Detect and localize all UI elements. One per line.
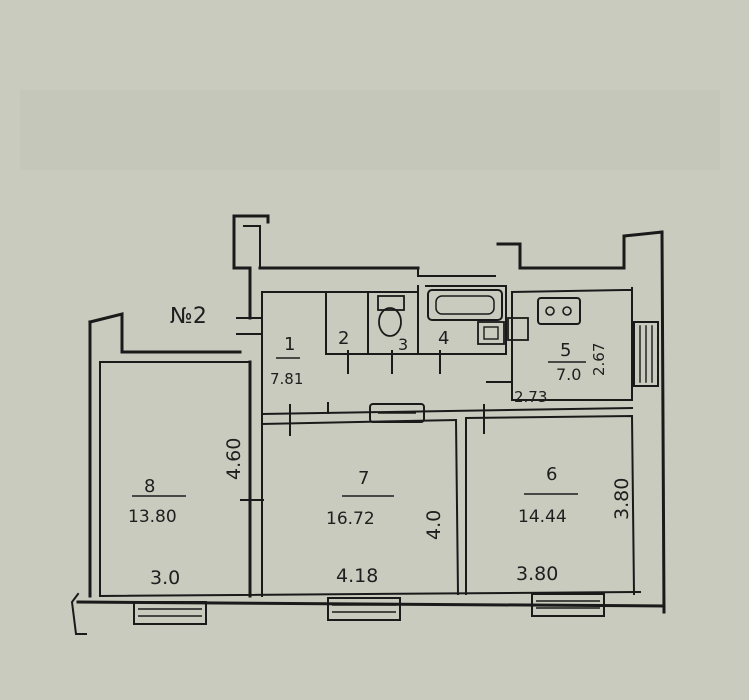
outer-walls xyxy=(70,214,666,635)
bathtub-inner xyxy=(435,295,495,315)
wall-room8-top-outer xyxy=(88,312,242,354)
windows xyxy=(133,593,605,625)
room-6-width: 3.80 xyxy=(516,563,558,585)
room-7-number: 7 xyxy=(358,468,369,489)
room-5-area: 7.0 xyxy=(556,365,581,384)
corridor-cupboard xyxy=(369,403,425,423)
labels: №2 1 7.81 2 3 4 5 7.0 2.73 2.67 8 13.80 … xyxy=(128,304,633,589)
wall-right-outer xyxy=(660,230,666,614)
room-8-height: 4.60 xyxy=(223,438,245,480)
window-room6 xyxy=(531,593,605,617)
wall-top-mid xyxy=(417,267,496,277)
interior-walls xyxy=(248,285,636,598)
balcony-hatch xyxy=(639,325,653,383)
room-3-number: 3 xyxy=(398,335,408,354)
kitchen-sink-icon xyxy=(507,317,529,341)
wall-column-inner xyxy=(243,225,261,269)
room-2-number: 2 xyxy=(338,328,349,349)
stove-burner-right-icon xyxy=(562,306,572,316)
room-8-number: 8 xyxy=(144,476,155,497)
room-8-area: 13.80 xyxy=(128,507,177,527)
balcony-stub xyxy=(633,321,659,387)
sink-basin xyxy=(483,326,499,340)
stove-burner-left-icon xyxy=(545,306,555,316)
room-5-width: 2.73 xyxy=(514,388,547,406)
room-5-height: 2.67 xyxy=(590,343,608,376)
wall-column-left xyxy=(232,214,252,320)
toilet-bowl-icon xyxy=(378,307,402,337)
wall-bath xyxy=(425,285,507,355)
room-8-width: 3.0 xyxy=(150,567,180,589)
wall-bottom-inner xyxy=(98,590,642,598)
toilet-tank xyxy=(377,295,405,311)
wall-column-top xyxy=(232,214,270,224)
door-marks xyxy=(236,317,512,501)
sink-icon xyxy=(477,321,505,345)
wall-rooms-top xyxy=(260,406,634,416)
room-5-number: 5 xyxy=(560,340,571,361)
wall-7-6-left xyxy=(454,418,460,596)
window-room7 xyxy=(327,597,401,621)
paper-shade xyxy=(20,90,720,170)
room-7-width: 4.18 xyxy=(336,565,378,587)
room-6-height: 3.80 xyxy=(611,478,633,520)
wall-kitchen-top xyxy=(510,289,633,294)
room-4-number: 4 xyxy=(438,328,449,349)
wall-room6-inner xyxy=(464,414,636,596)
fixtures xyxy=(377,289,581,345)
room-7-height: 4.0 xyxy=(423,510,445,540)
wall-bottom-left-corner xyxy=(70,592,87,635)
apartment-label: №2 xyxy=(170,304,207,329)
window-room8 xyxy=(133,601,207,625)
room-6-number: 6 xyxy=(546,464,557,485)
wall-top-right xyxy=(496,230,664,270)
room-1-number: 1 xyxy=(284,334,295,355)
room-1-area: 7.81 xyxy=(270,370,303,388)
stove-icon xyxy=(537,297,581,325)
bathtub-icon xyxy=(427,289,503,321)
room-6-area: 14.44 xyxy=(518,507,567,527)
room-7-area: 16.72 xyxy=(326,509,375,529)
